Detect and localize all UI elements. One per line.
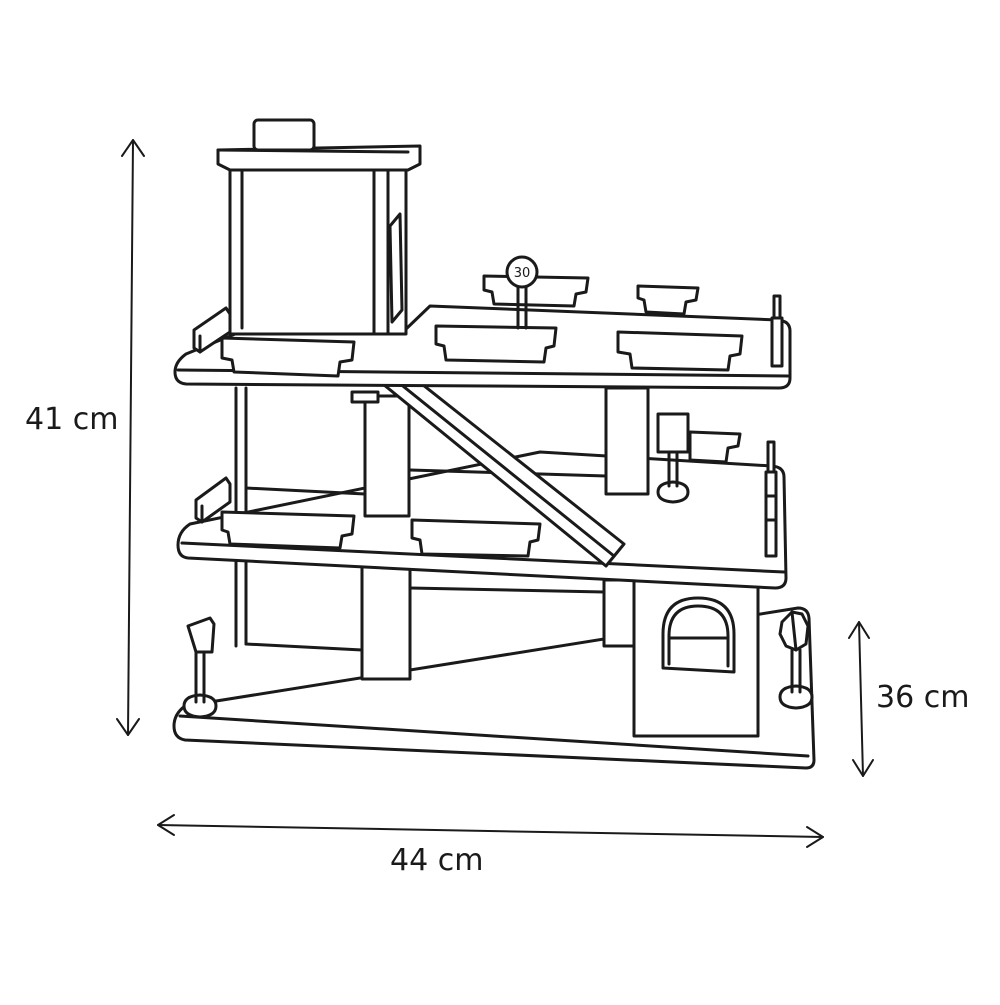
height-dimension-arrow <box>116 139 145 736</box>
second-floor-parking-block-back-right <box>636 284 700 316</box>
speed-limit-value: 30 <box>514 266 531 281</box>
first-floor-pillar-back <box>604 386 650 496</box>
second-floor-rail-right <box>770 294 784 368</box>
traffic-light <box>656 412 690 504</box>
first-floor-parking-block-middle <box>410 518 542 558</box>
first-floor-parking-block-back <box>688 430 742 464</box>
first-floor-column-cap <box>350 390 380 404</box>
ground-floor-back-wall <box>234 558 606 652</box>
ground-pillar-front <box>360 563 412 681</box>
lamp-post-right <box>778 610 814 710</box>
height-dimension-label: 41 cm <box>25 402 119 437</box>
lamp-post-left <box>182 616 218 719</box>
first-floor-pillar-front <box>363 394 411 518</box>
speed-limit-sign: 30 <box>505 255 539 330</box>
second-floor-parking-block-left <box>220 336 356 378</box>
depth-dimension-arrow <box>848 621 874 777</box>
width-dimension-label: 44 cm <box>390 843 484 878</box>
second-floor-parking-block-middle <box>434 324 558 364</box>
width-dimension-arrow <box>157 814 824 848</box>
service-building <box>632 578 760 738</box>
first-floor-parking-block-left <box>220 510 356 550</box>
second-floor-parking-block-back-left <box>482 274 590 308</box>
elevator-tower <box>216 118 422 336</box>
second-floor-parking-block-right <box>616 330 744 372</box>
depth-dimension-label: 36 cm <box>876 680 970 715</box>
first-floor-rail-right <box>764 440 778 558</box>
ground-pillar-back <box>602 578 636 648</box>
first-floor-barrier-left <box>194 476 232 524</box>
